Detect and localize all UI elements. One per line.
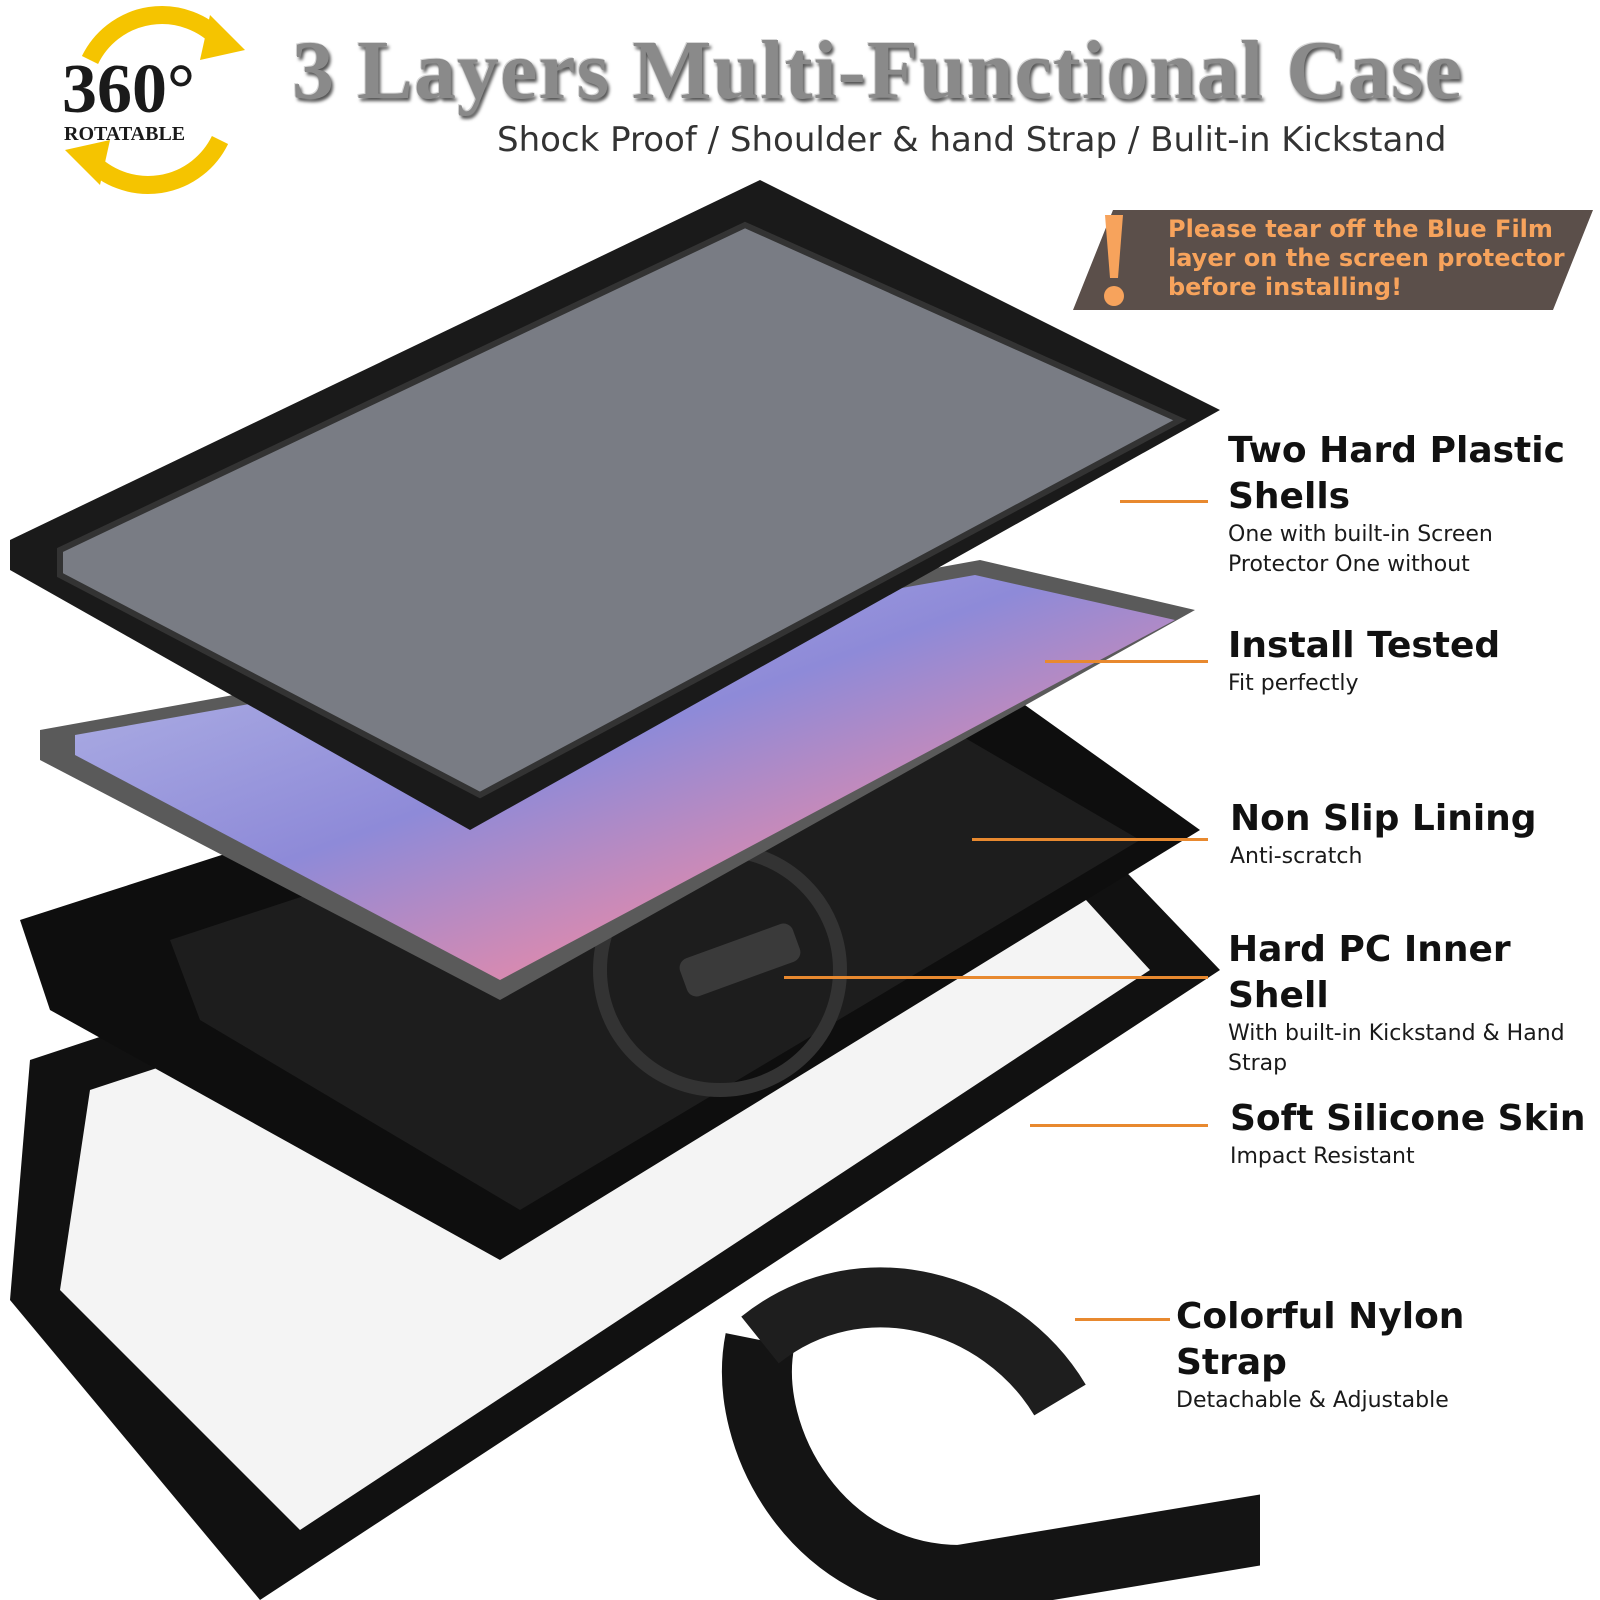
badge-label: ROTATABLE <box>64 123 185 145</box>
feature-soft-silicone-skin: Soft Silicone Skin Impact Resistant <box>1230 1096 1590 1172</box>
hard-shell-frame <box>10 180 1220 830</box>
inner-shell <box>20 630 1200 1260</box>
feature-desc: With built-in Kickstand & Hand Strap <box>1228 1021 1565 1076</box>
feature-colorful-nylon-strap: Colorful Nylon Strap Detachable & Adjust… <box>1176 1294 1576 1416</box>
badge-number: 360° <box>62 51 195 128</box>
leader-line <box>1045 660 1208 663</box>
leader-line <box>1030 1124 1208 1127</box>
feature-title: Colorful Nylon Strap <box>1176 1296 1465 1383</box>
leader-line <box>1075 1318 1170 1321</box>
feature-title: Install Tested <box>1228 625 1501 666</box>
feature-desc: Detachable & Adjustable <box>1176 1388 1449 1413</box>
feature-non-slip-lining: Non Slip Lining Anti-scratch <box>1230 796 1590 872</box>
leader-line <box>1120 500 1208 503</box>
exclamation-icon <box>1104 215 1124 306</box>
leader-line <box>784 976 1208 979</box>
tablet <box>40 560 1195 1000</box>
page-subtitle: Shock Proof / Shoulder & hand Strap / Bu… <box>497 120 1447 160</box>
rotate-arrows-icon <box>65 6 245 194</box>
feature-hard-pc-inner-shell: Hard PC Inner Shell With built-in Kickst… <box>1228 927 1588 1079</box>
feature-install-tested: Install Tested Fit perfectly <box>1228 623 1588 699</box>
leader-line <box>972 838 1208 841</box>
feature-title: Hard PC Inner Shell <box>1228 929 1511 1016</box>
feature-desc: Impact Resistant <box>1230 1144 1415 1169</box>
page-title: 3 Layers Multi-Functional Case <box>292 24 1463 117</box>
feature-desc: Fit perfectly <box>1228 671 1359 696</box>
feature-title: Soft Silicone Skin <box>1230 1098 1586 1139</box>
feature-desc: One with built-in Screen Protector One w… <box>1228 522 1493 577</box>
feature-desc: Anti-scratch <box>1230 844 1363 869</box>
notice-text: Please tear off the Blue Film layer on t… <box>1168 215 1565 301</box>
notice-banner <box>1073 210 1593 310</box>
feature-title: Non Slip Lining <box>1230 798 1537 839</box>
product-illustration <box>10 180 1260 1600</box>
nylon-strap <box>721 1267 1260 1600</box>
rotatable-badge: 360° ROTATABLE <box>62 6 245 194</box>
feature-title: Two Hard Plastic Shells <box>1228 430 1565 517</box>
feature-two-hard-plastic-shells: Two Hard Plastic Shells One with built-i… <box>1228 428 1588 580</box>
